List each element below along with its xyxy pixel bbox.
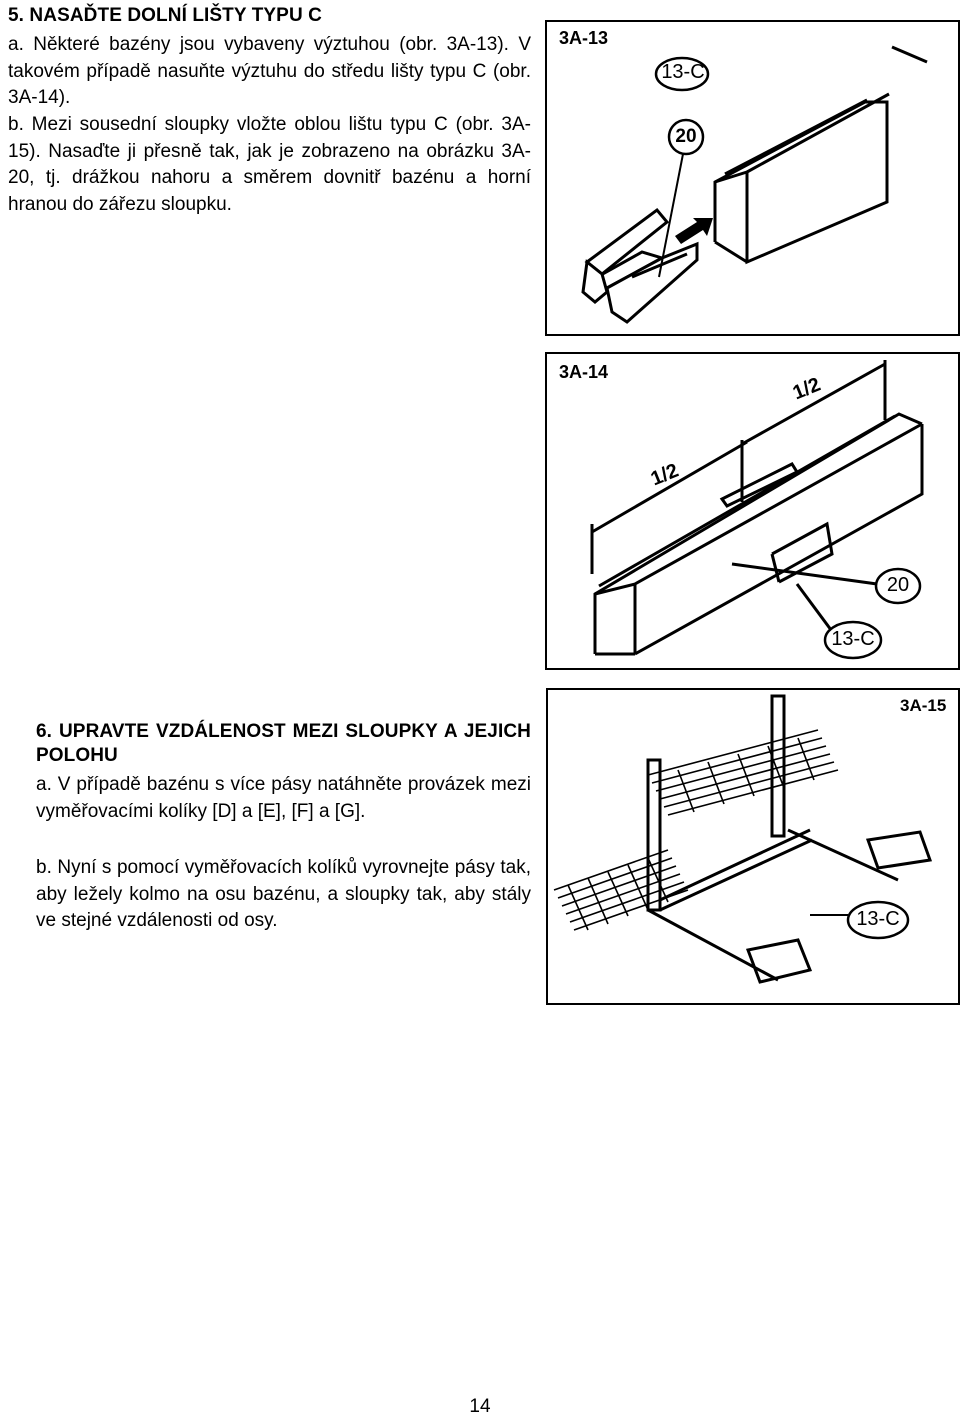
section-6-item-b: b. Nyní s pomocí vyměřovacích kolíků vyr… — [36, 857, 531, 931]
figure-3a-14-callout-20: 20 — [886, 574, 910, 596]
figure-3a-15: 3A-15 13-C — [546, 688, 960, 1005]
section-6-item-a: a. V případě bazénu s více pásy natáhnět… — [36, 774, 531, 822]
section-6-heading: 6. UPRAVTE VZDÁLENOST MEZI SLOUPKY A JEJ… — [36, 721, 531, 766]
figure-3a-15-callout-13c: 13-C — [856, 908, 900, 930]
figure-3a-14-callout-13c: 13-C — [831, 628, 875, 650]
figure-3a-13-label: 3A-13 — [559, 28, 609, 48]
figure-3a-15-drawing — [553, 694, 933, 984]
page-number: 14 — [469, 1396, 491, 1417]
figure-3a-14: 3A-14 1/2 1/2 20 13-C — [545, 352, 960, 670]
figure-3a-13-callout-13c: 13-C — [661, 61, 705, 83]
figure-3a-14-label: 3A-14 — [559, 362, 609, 382]
figure-3a-13: 3A-13 13-C 20 — [545, 20, 960, 336]
section-5-heading: 5. NASAĎTE DOLNÍ LIŠTY TYPU C — [8, 5, 322, 26]
section-5-item-b: b. Mezi sousední sloupky vložte oblou li… — [8, 114, 531, 215]
figure-3a-13-drawing — [581, 45, 928, 324]
figure-3a-15-label: 3A-15 — [900, 696, 947, 715]
figure-3a-14-drawing — [590, 360, 924, 660]
section-5-item-a: a. Některé bazény jsou vybaveny výztuhou… — [8, 34, 531, 108]
figure-3a-13-callout-20: 20 — [675, 126, 697, 147]
